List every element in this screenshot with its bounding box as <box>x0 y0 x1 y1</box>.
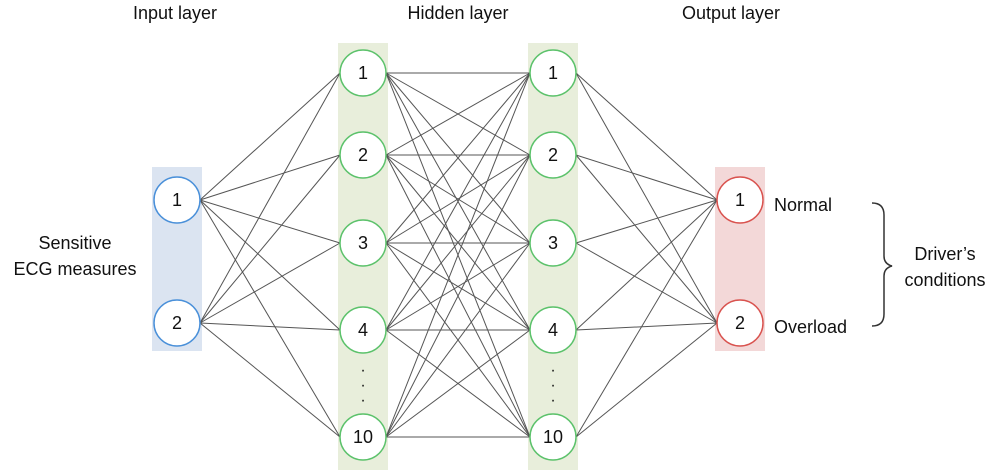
edge-input-2-to-hidden1-2 <box>199 154 341 324</box>
hidden2-node-label-1: 1 <box>548 63 558 83</box>
hidden2-ellipsis-dot-3: · <box>550 392 555 409</box>
edge-hidden2-3-to-output-1 <box>575 199 718 244</box>
hidden2-ellipsis-dot-1: · <box>550 362 555 379</box>
hidden2-node-label-5: 10 <box>543 427 563 447</box>
output-caption-line-1: Driver’s <box>914 244 975 264</box>
edge-input-1-to-hidden1-3 <box>199 199 341 244</box>
edge-hidden1-3-to-hidden2-2 <box>385 154 531 244</box>
hidden1-ellipsis-dot-3: · <box>360 392 365 409</box>
edge-hidden1-5-to-hidden2-2 <box>385 154 531 438</box>
output-label-normal: Normal <box>774 195 832 215</box>
edge-hidden1-4-to-hidden2-1 <box>385 72 531 331</box>
edge-input-1-to-hidden1-2 <box>199 154 341 201</box>
edge-input-2-to-hidden1-4 <box>199 322 341 331</box>
hidden1-node-label-2: 2 <box>358 145 368 165</box>
edge-hidden2-4-to-output-1 <box>575 199 718 331</box>
hidden2-node-2 <box>529 131 577 179</box>
edge-input-2-to-hidden1-5 <box>199 322 341 438</box>
edge-hidden2-3-to-output-2 <box>575 242 718 324</box>
output-layer-title: Output layer <box>682 3 780 23</box>
hidden2-node-1 <box>529 49 577 97</box>
edge-input-2-to-hidden1-3 <box>199 242 341 324</box>
hidden1-node-4 <box>339 306 387 354</box>
edge-hidden2-1-to-output-2 <box>575 72 718 324</box>
hidden2-ellipsis-dot-2: · <box>550 377 555 394</box>
edge-hidden2-2-to-output-2 <box>575 154 718 324</box>
hidden1-node-label-4: 4 <box>358 320 368 340</box>
edge-input-1-to-hidden1-5 <box>199 199 341 438</box>
curly-brace-icon <box>871 202 893 327</box>
output-label-overload: Overload <box>774 317 847 337</box>
edge-hidden1-4-to-hidden2-3 <box>385 242 531 331</box>
edge-hidden1-5-to-hidden2-1 <box>385 72 531 438</box>
hidden1-ellipsis-dot-2: · <box>360 377 365 394</box>
hidden1-node-5 <box>339 413 387 461</box>
input-node-1 <box>153 176 201 224</box>
edge-input-2-to-hidden1-1 <box>199 72 341 324</box>
hidden2-node-label-3: 3 <box>548 233 558 253</box>
edge-hidden1-3-to-hidden2-1 <box>385 72 531 244</box>
edge-hidden1-5-to-hidden2-3 <box>385 242 531 438</box>
edge-hidden1-4-to-hidden2-2 <box>385 154 531 331</box>
input-layer-title: Input layer <box>133 3 217 23</box>
hidden1-node-1 <box>339 49 387 97</box>
edge-hidden1-2-to-hidden2-1 <box>385 72 531 156</box>
output-caption-line-2: conditions <box>904 270 985 290</box>
hidden1-node-3 <box>339 219 387 267</box>
edge-hidden1-5-to-hidden2-4 <box>385 329 531 438</box>
output-node-label-2: 2 <box>735 313 745 333</box>
hidden1-ellipsis-dot-1: · <box>360 362 365 379</box>
hidden-layer-title: Hidden layer <box>407 3 508 23</box>
hidden1-node-label-5: 10 <box>353 427 373 447</box>
edge-hidden2-4-to-output-2 <box>575 322 718 331</box>
hidden1-node-label-3: 3 <box>358 233 368 253</box>
input-caption-line-1: Sensitive <box>38 233 111 253</box>
hidden1-node-2 <box>339 131 387 179</box>
hidden1-node-label-1: 1 <box>358 63 368 83</box>
output-node-1 <box>716 176 764 224</box>
hidden2-node-4 <box>529 306 577 354</box>
edge-hidden2-5-to-output-1 <box>575 199 718 438</box>
edge-hidden2-5-to-output-2 <box>575 322 718 438</box>
input-node-label-2: 2 <box>172 313 182 333</box>
output-node-label-1: 1 <box>735 190 745 210</box>
edge-hidden2-2-to-output-1 <box>575 154 718 201</box>
input-node-2 <box>153 299 201 347</box>
output-node-2 <box>716 299 764 347</box>
hidden2-node-5 <box>529 413 577 461</box>
edge-input-1-to-hidden1-4 <box>199 199 341 331</box>
edge-input-1-to-hidden1-1 <box>199 72 341 201</box>
hidden2-node-3 <box>529 219 577 267</box>
edge-hidden2-1-to-output-1 <box>575 72 718 201</box>
hidden2-node-label-4: 4 <box>548 320 558 340</box>
hidden2-node-label-2: 2 <box>548 145 558 165</box>
input-caption-line-2: ECG measures <box>13 259 136 279</box>
input-node-label-1: 1 <box>172 190 182 210</box>
